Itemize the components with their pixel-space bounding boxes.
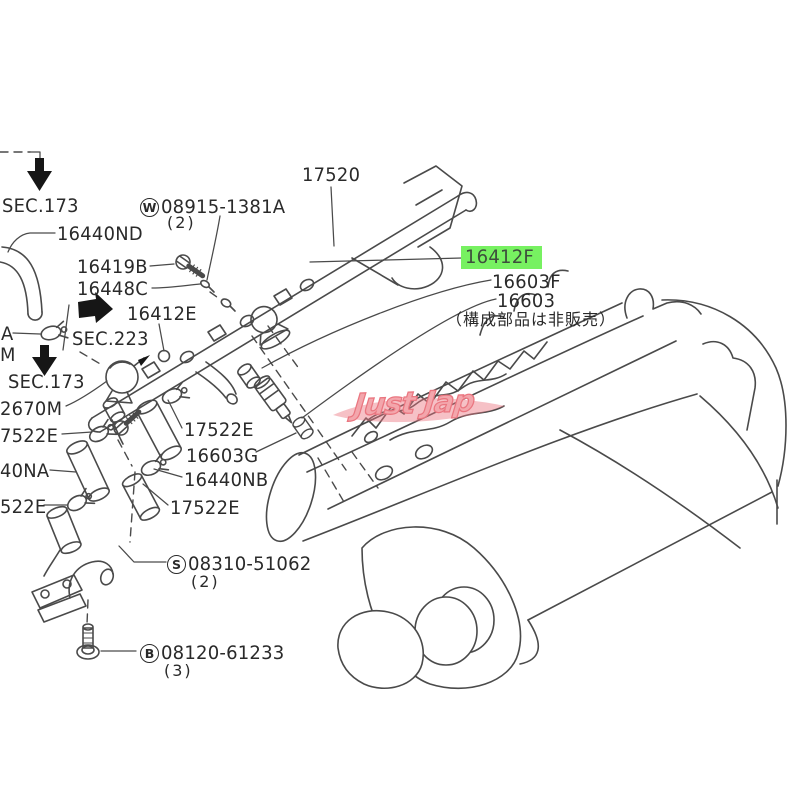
part-label-16603f: 16603F	[492, 271, 561, 293]
part-label-17522e-mid: 17522E	[184, 419, 254, 441]
circled-prefix-s: S	[167, 554, 186, 574]
o-ring-drawing	[157, 349, 171, 363]
qty-label-b08120: (3)	[164, 661, 193, 680]
arrow-right-sec223	[78, 292, 113, 323]
watermark-text: Just Jap	[352, 383, 477, 424]
part-label-b08120: B 08120-61233	[140, 642, 291, 664]
part-label-17522e-cut2: 522E	[0, 496, 47, 518]
part-label-16412f-highlighted: 16412F	[461, 246, 542, 269]
injector-drawing	[235, 361, 316, 442]
circled-prefix-w: W	[140, 197, 159, 217]
fuel-rail-drawing	[87, 165, 478, 433]
part-label-16412e: 16412E	[127, 303, 197, 325]
leader-lines	[7, 151, 497, 652]
vacuum-hose-drawing	[0, 246, 43, 321]
part-label-17522e-cut: 7522E	[0, 425, 59, 447]
engine-drawing	[265, 269, 787, 690]
part-label-17520: 17520	[302, 164, 361, 186]
part-label-16440na-cut: 40NA	[0, 460, 50, 482]
part-label-s08310: S 08310-51062	[167, 553, 318, 575]
part-label-17522e-low: 17522E	[170, 497, 240, 519]
part-number: 08120-61233	[161, 642, 285, 664]
part-number: 08915-1381A	[161, 196, 286, 218]
regulator-pointer	[138, 355, 150, 366]
circled-prefix-b: B	[140, 643, 159, 663]
part-label-16603g: 16603G	[186, 445, 259, 467]
part-label-16440nb: 16440NB	[184, 469, 269, 491]
section-arrows	[27, 158, 150, 376]
watermark-swoosh	[333, 398, 505, 423]
fuel-damper-drawing	[250, 305, 291, 350]
part-label-m-cut: M	[0, 344, 16, 366]
arrow-down-sec173-mid	[32, 345, 57, 376]
part-number: 08310-51062	[188, 553, 312, 575]
section-label-sec173-mid: SEC.173	[8, 371, 85, 393]
part-label-16448c: 16448C	[77, 278, 148, 300]
part-label-2670m-cut: 2670M	[0, 398, 63, 420]
part-label-16603: 16603	[497, 290, 556, 312]
arrow-down-sec173-top	[27, 158, 52, 191]
section-label-sec223: SEC.223	[72, 328, 149, 350]
qty-label-w08915: (2)	[167, 213, 196, 232]
part-label-16440nd: 16440ND	[57, 223, 143, 245]
part-number: 16412F	[465, 246, 534, 268]
part-label-a-cut: A	[1, 323, 14, 345]
hoses-and-clamps-drawing	[38, 320, 192, 577]
assembly-dash-lines	[0, 151, 379, 625]
bracket-and-bolt-drawing	[31, 560, 115, 660]
qty-label-s08310: (2)	[191, 572, 220, 591]
part-label-w08915: W 08915-1381A	[140, 196, 292, 218]
note-not-sold-separately: （構成部品は非販売）	[446, 310, 617, 329]
section-label-sec173-top: SEC.173	[2, 195, 79, 217]
part-label-16419b: 16419B	[77, 256, 148, 278]
hardware-drawings	[173, 252, 236, 312]
